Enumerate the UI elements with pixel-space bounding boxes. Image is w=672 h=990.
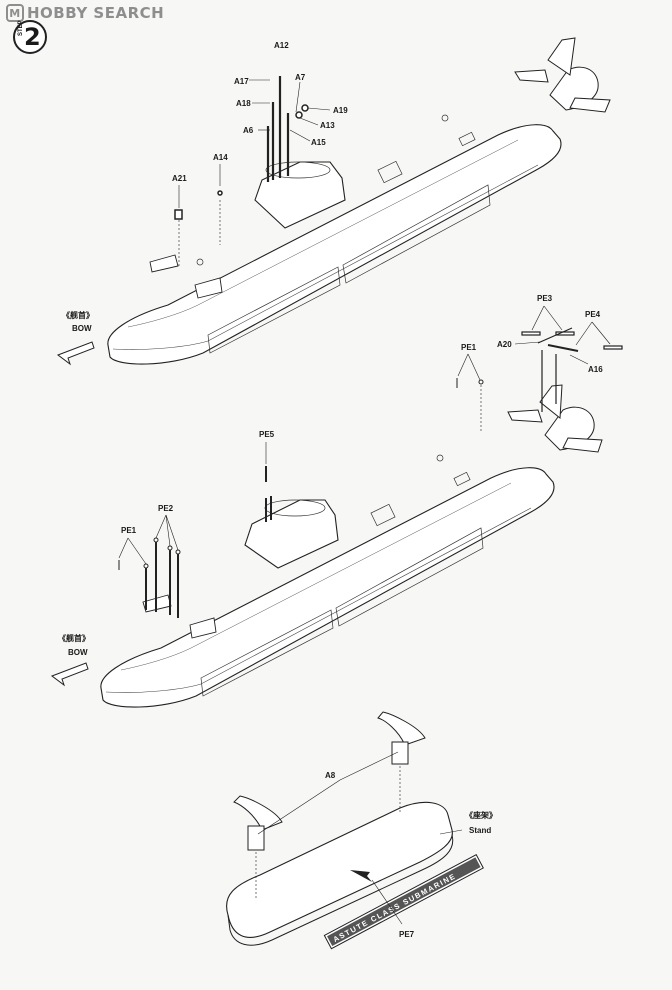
top-submarine-illustration [56, 37, 611, 366]
hobby-search-watermark: M HOBBY SEARCH [6, 4, 164, 22]
label-a19: A19 [333, 106, 348, 115]
middle-part-labels: PE3 PE4 A20 PE1 A16 PE5 PE2 PE1 《舰首》 BOW [58, 294, 603, 657]
label-pe5: PE5 [259, 430, 275, 439]
step-number: 2 [24, 23, 41, 51]
top-part-labels: A12 A17 A7 A18 A19 A13 A6 A15 A14 A21 《舰… [62, 41, 348, 333]
label-a20: A20 [497, 340, 512, 349]
label-a17: A17 [234, 77, 249, 86]
label-a15: A15 [311, 138, 326, 147]
watermark-text: HOBBY SEARCH [27, 4, 165, 22]
label-pe2: PE2 [158, 504, 174, 513]
stand-label-cn: 《座架》 [465, 810, 497, 820]
top-bow-label-en: BOW [72, 324, 92, 333]
label-a7: A7 [295, 73, 306, 82]
label-a18: A18 [236, 99, 251, 108]
stand-illustration: ASTUTE CLASS SUBMARINE [226, 711, 484, 950]
middle-bow-label-cn: 《舰首》 [58, 633, 90, 643]
hobby-search-logo-icon: M [6, 4, 24, 22]
label-a8: A8 [325, 771, 336, 780]
label-a12: A12 [274, 41, 289, 50]
label-pe1-right: PE1 [461, 343, 477, 352]
label-a6: A6 [243, 126, 254, 135]
label-pe4: PE4 [585, 310, 601, 319]
label-a21: A21 [172, 174, 187, 183]
stand-label-en: Stand [469, 826, 491, 835]
top-bow-label-cn: 《舰首》 [62, 310, 94, 320]
label-pe7: PE7 [399, 930, 415, 939]
step-badge: STEP 2 [13, 20, 47, 54]
label-pe3: PE3 [537, 294, 553, 303]
middle-submarine-illustration [50, 305, 623, 708]
label-a13: A13 [320, 121, 335, 130]
label-a14: A14 [213, 153, 228, 162]
middle-bow-label-en: BOW [68, 648, 88, 657]
label-pe1-left: PE1 [121, 526, 137, 535]
label-a16: A16 [588, 365, 603, 374]
stand-labels: A8 《座架》 Stand PE7 [325, 771, 497, 939]
